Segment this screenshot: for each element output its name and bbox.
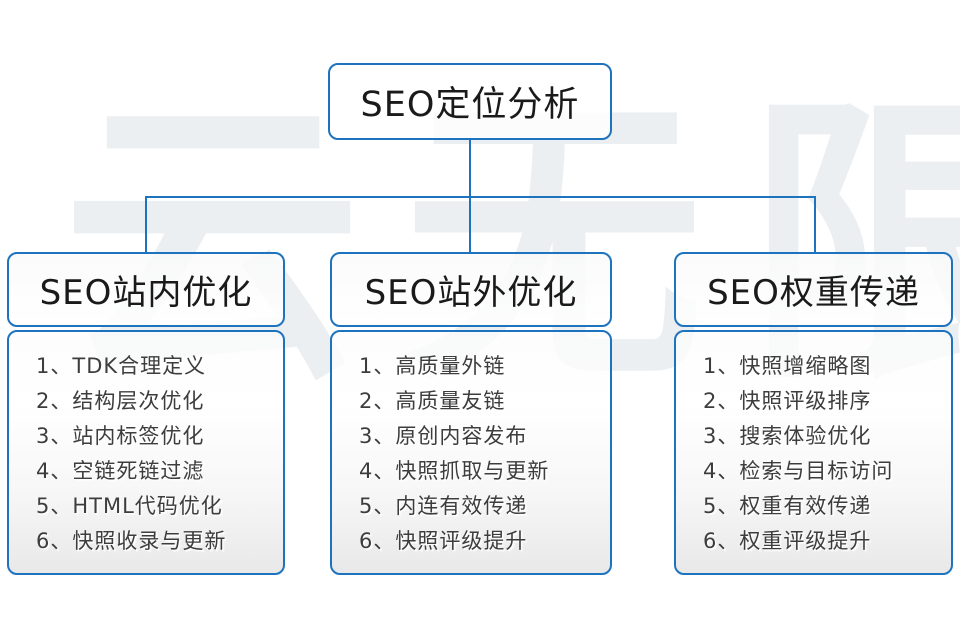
list-item: 2、高质量友链 bbox=[359, 389, 506, 413]
list-item: 2、快照评级排序 bbox=[703, 389, 872, 413]
branch-onsite-list: 1、TDK合理定义 2、结构层次优化 3、站内标签优化 4、空链死链过滤 5、H… bbox=[7, 330, 285, 575]
list-item: 3、原创内容发布 bbox=[359, 424, 528, 448]
root-node: SEO定位分析 bbox=[328, 63, 612, 140]
list-item: 5、HTML代码优化 bbox=[36, 494, 223, 518]
branch-weight: SEO权重传递 1、快照增缩略图 2、快照评级排序 3、搜索体验优化 4、检索与… bbox=[674, 252, 953, 575]
list-item: 6、权重评级提升 bbox=[703, 529, 872, 553]
branch-weight-title: SEO权重传递 bbox=[707, 273, 920, 313]
list-item: 4、快照抓取与更新 bbox=[359, 459, 550, 483]
branch-weight-list: 1、快照增缩略图 2、快照评级排序 3、搜索体验优化 4、检索与目标访问 5、权… bbox=[674, 330, 953, 575]
branch-offsite-list: 1、高质量外链 2、高质量友链 3、原创内容发布 4、快照抓取与更新 5、内连有… bbox=[330, 330, 612, 575]
list-item: 5、权重有效传递 bbox=[703, 494, 872, 518]
root-node-title: SEO定位分析 bbox=[360, 85, 580, 125]
list-item: 1、TDK合理定义 bbox=[36, 354, 207, 378]
list-item: 6、快照评级提升 bbox=[359, 529, 528, 553]
branch-onsite: SEO站内优化 1、TDK合理定义 2、结构层次优化 3、站内标签优化 4、空链… bbox=[7, 252, 285, 575]
connector-rail bbox=[145, 196, 816, 198]
list-item: 3、搜索体验优化 bbox=[703, 424, 872, 448]
branch-onsite-header: SEO站内优化 bbox=[7, 252, 285, 327]
list-item: 1、快照增缩略图 bbox=[703, 354, 872, 378]
list-item: 1、高质量外链 bbox=[359, 354, 506, 378]
branch-offsite-header: SEO站外优化 bbox=[330, 252, 612, 327]
branch-offsite: SEO站外优化 1、高质量外链 2、高质量友链 3、原创内容发布 4、快照抓取与… bbox=[330, 252, 612, 575]
list-item: 3、站内标签优化 bbox=[36, 424, 205, 448]
list-item: 5、内连有效传递 bbox=[359, 494, 528, 518]
list-item: 4、空链死链过滤 bbox=[36, 459, 205, 483]
connector-drop-left bbox=[145, 197, 147, 253]
list-item: 6、快照收录与更新 bbox=[36, 529, 227, 553]
connector-drop-middle bbox=[469, 197, 471, 253]
branch-weight-header: SEO权重传递 bbox=[674, 252, 953, 327]
connector-root-stem bbox=[469, 139, 471, 198]
list-item: 2、结构层次优化 bbox=[36, 389, 205, 413]
branch-offsite-title: SEO站外优化 bbox=[364, 273, 578, 313]
list-item: 4、检索与目标访问 bbox=[703, 459, 894, 483]
connector-drop-right bbox=[814, 197, 816, 253]
branch-onsite-title: SEO站内优化 bbox=[39, 273, 253, 313]
